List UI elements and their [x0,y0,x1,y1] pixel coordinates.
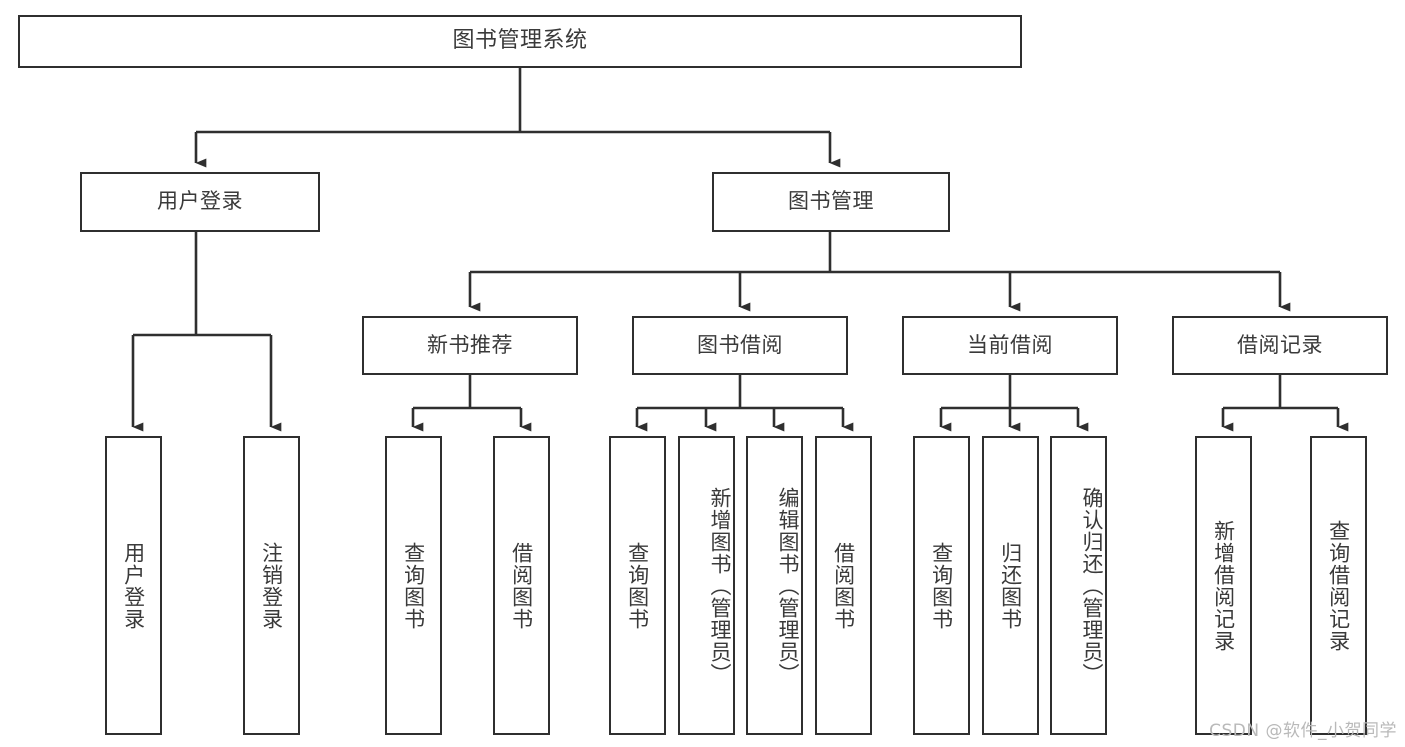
node-new-book-recommend-label: 新书推荐 [427,332,513,357]
leaf-logout[interactable]: 注销登录 [243,436,300,735]
node-book-management[interactable]: 图书管理 [712,172,950,232]
leaf-add-borrow-record[interactable]: 新增借阅记录 [1195,436,1252,735]
leaf-add-book-admin[interactable]: 新增图书（管理员） [678,436,735,735]
node-current-borrow[interactable]: 当前借阅 [902,316,1118,375]
leaf-query-borrow-record[interactable]: 查询借阅记录 [1310,436,1367,735]
watermark: CSDN @软件_小贺同学 [1209,721,1397,741]
node-new-book-recommend[interactable]: 新书推荐 [362,316,578,375]
node-root[interactable]: 图书管理系统 [18,15,1022,68]
leaf-borrow-book-recommend-label: 借阅图书 [509,541,534,630]
leaf-borrow-book-recommend[interactable]: 借阅图书 [493,436,550,735]
leaf-return-book[interactable]: 归还图书 [982,436,1039,735]
leaf-borrow-book-label: 借阅图书 [831,541,856,630]
leaf-query-book-current[interactable]: 查询图书 [913,436,970,735]
node-book-borrow[interactable]: 图书借阅 [632,316,848,375]
leaf-query-book-recommend-label: 查询图书 [401,541,426,630]
leaf-edit-book-admin-label: 编辑图书（管理员） [776,486,800,685]
leaf-confirm-return-admin-label: 确认归还（管理员） [1080,486,1104,685]
leaf-query-book-borrow[interactable]: 查询图书 [609,436,666,735]
leaf-add-book-admin-label: 新增图书（管理员） [708,486,732,685]
node-root-label: 图书管理系统 [452,28,588,54]
leaf-return-book-label: 归还图书 [998,541,1023,630]
node-user-login-label: 用户登录 [157,189,243,214]
node-user-login[interactable]: 用户登录 [80,172,320,232]
node-borrow-record[interactable]: 借阅记录 [1172,316,1388,375]
node-book-borrow-label: 图书借阅 [697,332,783,357]
leaf-query-book-recommend[interactable]: 查询图书 [385,436,442,735]
leaf-logout-label: 注销登录 [259,541,284,630]
leaf-add-borrow-record-label: 新增借阅记录 [1211,519,1236,652]
leaf-edit-book-admin[interactable]: 编辑图书（管理员） [746,436,803,735]
node-book-management-label: 图书管理 [788,189,874,214]
leaf-confirm-return-admin[interactable]: 确认归还（管理员） [1050,436,1107,735]
leaf-user-login-label: 用户登录 [121,541,146,630]
leaf-query-book-borrow-label: 查询图书 [625,541,650,630]
leaf-query-borrow-record-label: 查询借阅记录 [1326,519,1351,652]
leaf-user-login[interactable]: 用户登录 [105,436,162,735]
node-current-borrow-label: 当前借阅 [967,332,1053,357]
leaf-query-book-current-label: 查询图书 [929,541,954,630]
node-borrow-record-label: 借阅记录 [1237,332,1323,357]
leaf-borrow-book[interactable]: 借阅图书 [815,436,872,735]
